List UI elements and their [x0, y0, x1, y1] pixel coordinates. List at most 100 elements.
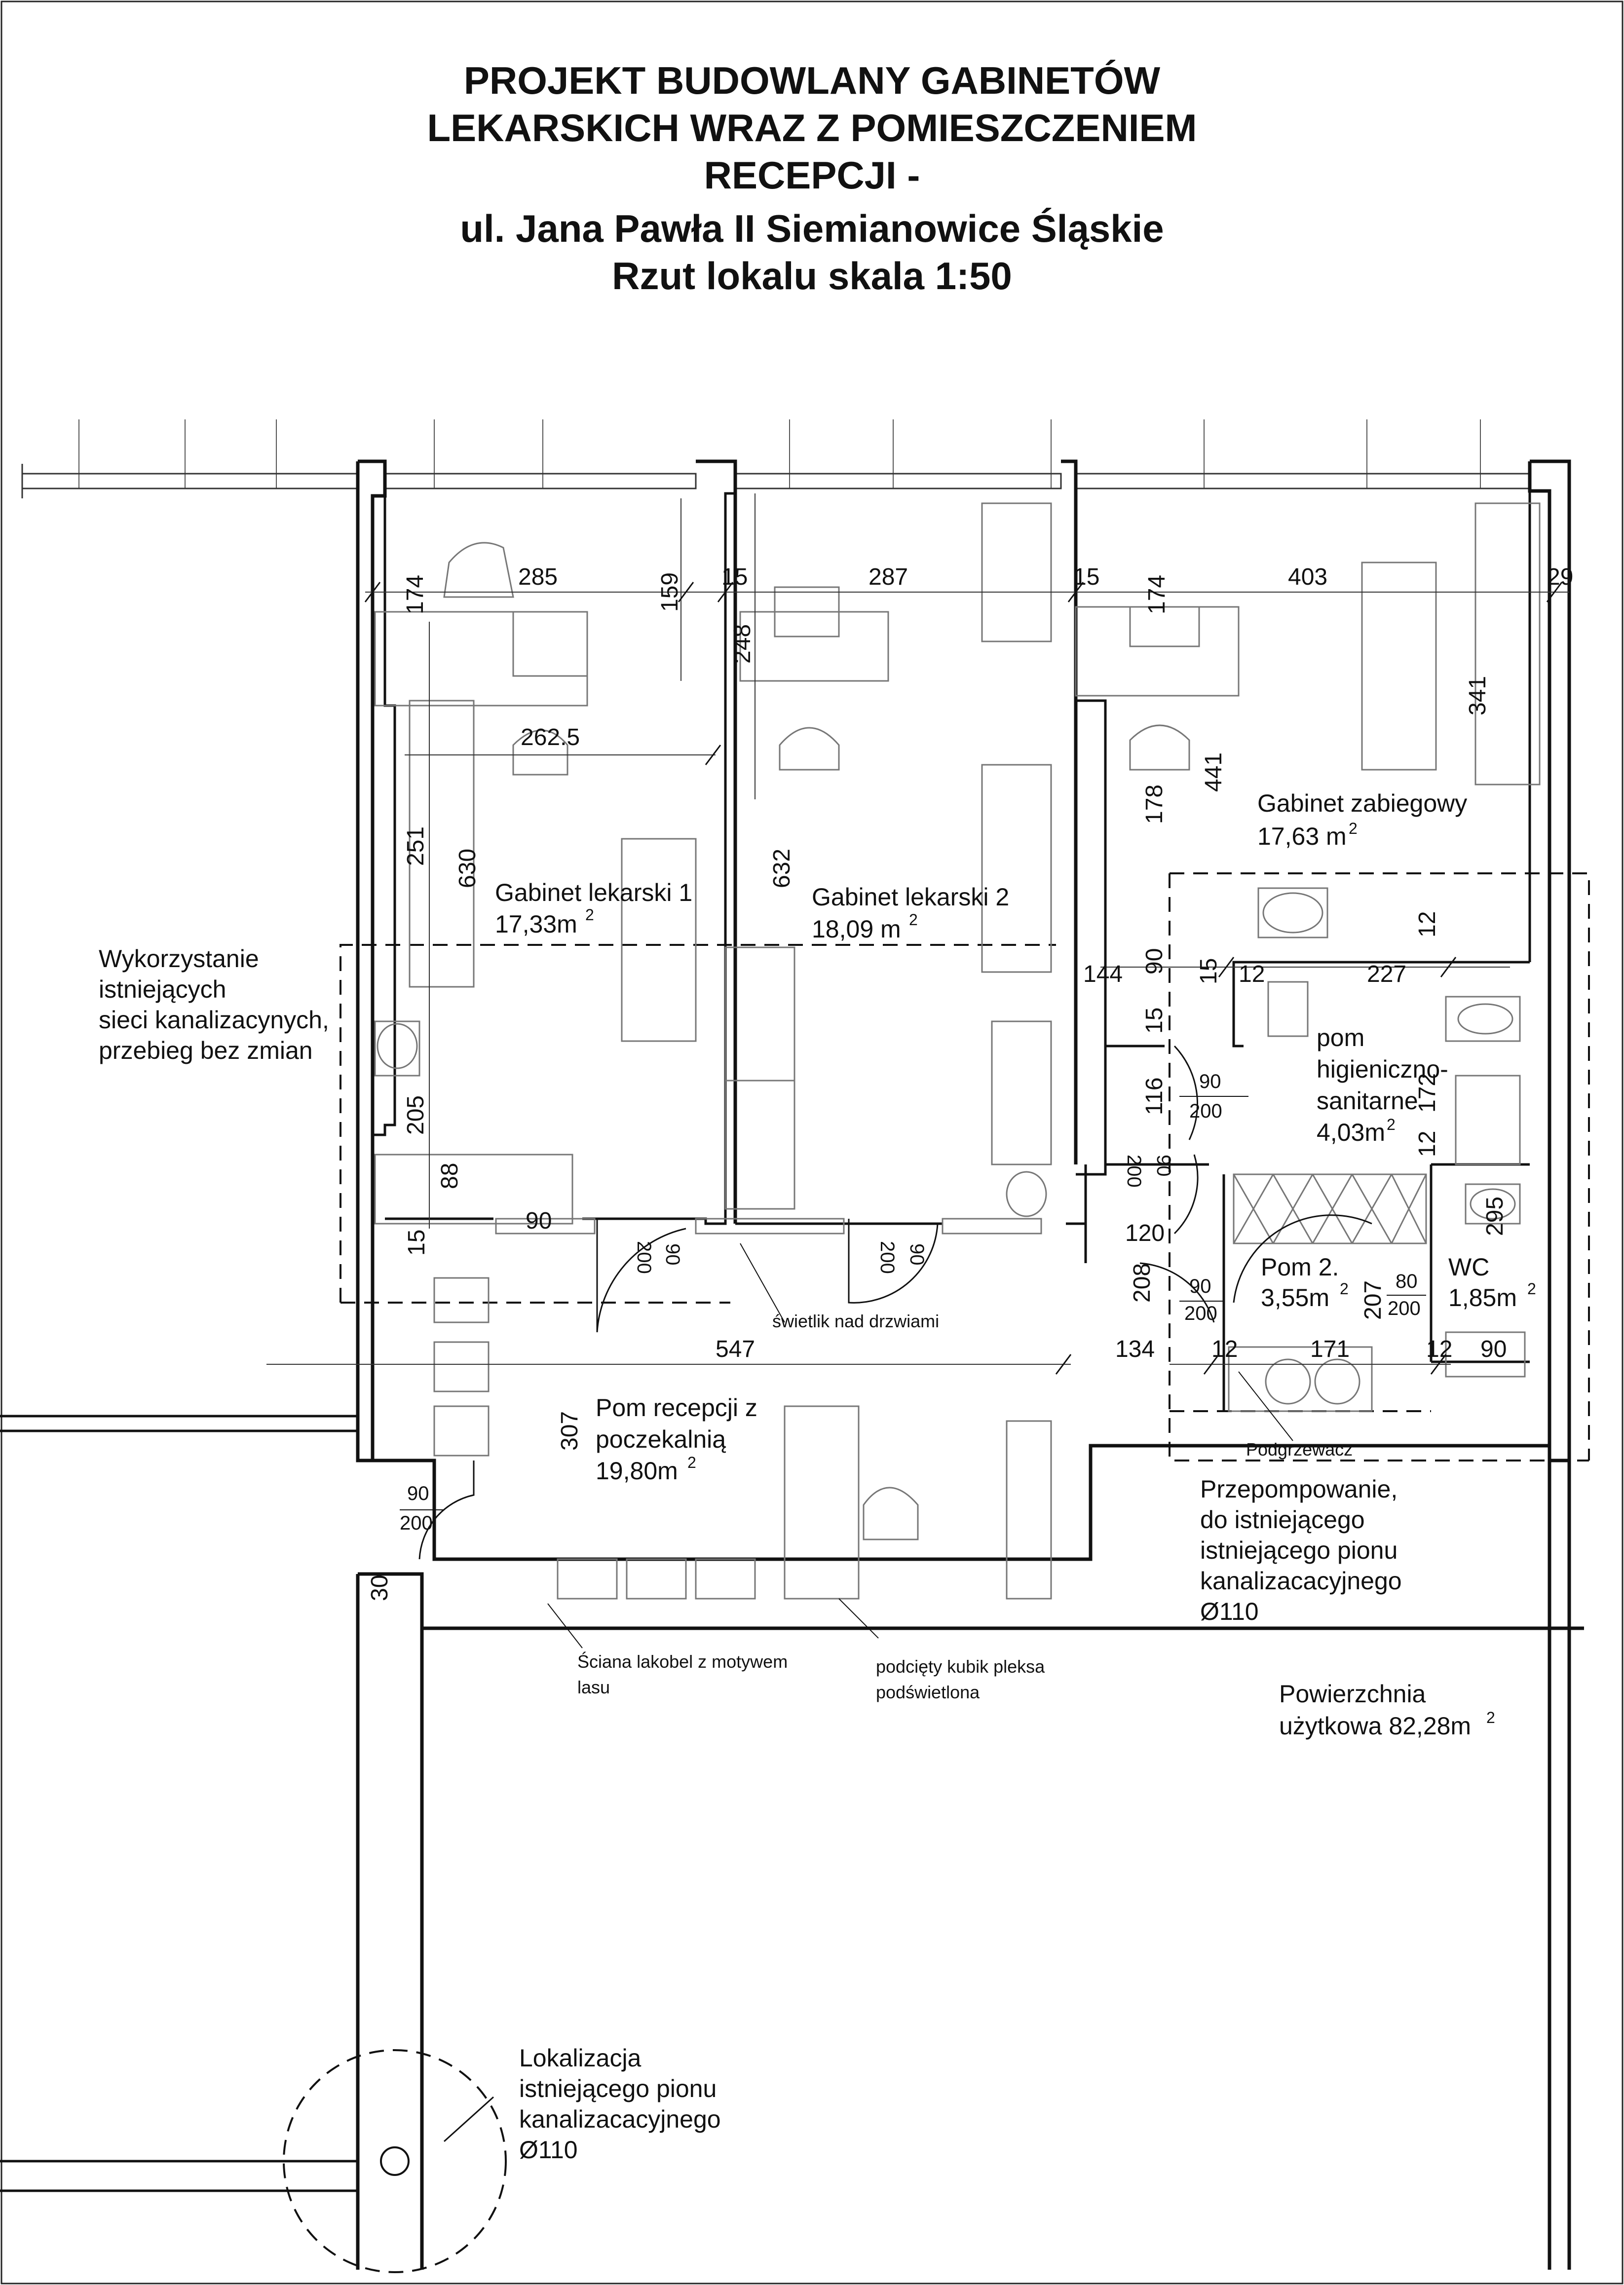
dim-208: 208 — [1129, 1263, 1155, 1303]
room-sup-gabinet-1: 2 — [585, 906, 594, 924]
dim-90-b: 90 — [1141, 948, 1168, 974]
door-1-height: 200 — [1189, 1100, 1222, 1122]
dim-30: 30 — [367, 1575, 393, 1601]
room-area-gabinet-2: 18,09 m — [812, 915, 901, 943]
dim-174-a: 174 — [402, 575, 428, 614]
dim-12-a: 12 — [1414, 911, 1440, 937]
room-sup-zabiegowy: 2 — [1349, 820, 1358, 837]
dim-90-c: 90 — [1480, 1336, 1507, 1362]
interior-walls — [373, 491, 1531, 1411]
note-swietlik: świetlik nad drzwiami — [772, 1311, 939, 1331]
note-kanalizacja-line-4: przebieg bez zmian — [99, 1037, 313, 1064]
dim-630: 630 — [454, 849, 481, 888]
dim-90-a: 90 — [526, 1208, 552, 1234]
door-6-width: 90 — [662, 1243, 683, 1266]
room-sup-recepcja: 2 — [687, 1454, 696, 1471]
note-przepompowanie-line-5: Ø110 — [1200, 1598, 1259, 1625]
dim-287: 287 — [869, 564, 908, 590]
title-line-3: RECEPCJI - — [704, 153, 920, 197]
note-kanalizacja-line-1: Wykorzystanie — [99, 945, 259, 973]
furniture-office-2 — [695, 502, 1052, 1235]
dim-12-b: 12 — [1239, 961, 1265, 987]
dim-547: 547 — [716, 1336, 755, 1362]
note-przepompowanie-line-2: do istniejącego — [1200, 1506, 1365, 1534]
dim-15-b: 15 — [1073, 564, 1099, 590]
room-sup-pom-2: 2 — [1340, 1280, 1349, 1298]
note-lokalizacja-line-4: Ø110 — [519, 2136, 578, 2164]
dim-15-d: 15 — [1196, 958, 1222, 984]
room-line-higieniczny-3: sanitarne — [1317, 1087, 1418, 1115]
dim-12-d: 12 — [1211, 1336, 1238, 1362]
door-8-width: 200 — [1123, 1155, 1145, 1188]
dim-15-e: 15 — [1141, 1008, 1168, 1034]
door-5-width: 90 — [407, 1483, 429, 1504]
note-lokalizacja-line-3: kanalizacacyjnego — [519, 2105, 721, 2133]
room-area-wc: 1,85m — [1448, 1284, 1517, 1311]
dim-120: 120 — [1125, 1220, 1165, 1246]
title-line-1: PROJEKT BUDOWLANY GABINETÓW — [463, 59, 1161, 102]
note-sciana-line-1: Ściana lakobel z motywem — [577, 1651, 788, 1672]
door-6-height: 200 — [633, 1241, 655, 1274]
room-name-pom-2: Pom 2. — [1261, 1253, 1339, 1281]
note-leaders — [547, 1243, 1293, 1648]
dim-178: 178 — [1141, 785, 1168, 824]
dim-12-c: 12 — [1414, 1131, 1440, 1157]
room-area-recepcja: 19,80m — [596, 1457, 678, 1485]
dim-285: 285 — [518, 564, 558, 590]
room-line-higieniczny-1: pom — [1317, 1024, 1364, 1051]
dim-15-a: 15 — [721, 564, 748, 590]
door-swings — [418, 1045, 1372, 1560]
existing-pipe-location — [283, 2049, 507, 2273]
door-4-width: 80 — [1396, 1271, 1418, 1292]
note-kubik-line-2: podświetlona — [876, 1682, 980, 1702]
dim-171: 171 — [1310, 1336, 1350, 1362]
furniture-sanitary — [1228, 981, 1526, 1412]
window-strips — [21, 464, 1531, 498]
dim-227: 227 — [1367, 961, 1406, 987]
dim-251: 251 — [403, 826, 429, 866]
dim-159: 159 — [657, 572, 683, 612]
facade-grid — [78, 419, 1481, 488]
room-area-zabiegowy: 17,63 m — [1257, 823, 1347, 850]
dim-262-5: 262.5 — [521, 724, 580, 750]
note-powierzchnia-sup: 2 — [1486, 1709, 1495, 1726]
dim-205: 205 — [403, 1095, 429, 1135]
room-line-recepcja-2: poczekalnią — [596, 1425, 726, 1453]
dim-403: 403 — [1288, 564, 1327, 590]
room-line-recepcja-1: Pom recepcji z — [596, 1394, 757, 1422]
dim-632: 632 — [769, 849, 795, 888]
dim-441: 441 — [1201, 752, 1227, 792]
room-sup-higieniczny: 2 — [1387, 1116, 1396, 1133]
dim-116: 116 — [1141, 1077, 1168, 1115]
dim-144: 144 — [1083, 961, 1123, 987]
title-line-2: LEKARSKICH WRAZ Z POMIESZCZENIEM — [427, 106, 1197, 150]
note-lokalizacja-line-1: Lokalizacja — [519, 2044, 642, 2072]
furniture-treatment — [1075, 502, 1541, 938]
door-7-width: 90 — [906, 1243, 928, 1266]
note-kanalizacja-line-3: sieci kanalizacynych, — [99, 1006, 329, 1034]
dim-248: 248 — [729, 624, 755, 664]
note-przepompowanie-line-1: Przepompowanie, — [1200, 1475, 1397, 1503]
dim-12-e: 12 — [1426, 1336, 1452, 1362]
note-kanalizacja-line-2: istniejących — [99, 975, 226, 1003]
dim-88: 88 — [437, 1163, 463, 1189]
door-1-width: 90 — [1199, 1071, 1221, 1092]
dim-207: 207 — [1360, 1280, 1386, 1320]
dim-341: 341 — [1465, 676, 1491, 715]
note-lokalizacja-line-2: istniejącego pionu — [519, 2075, 717, 2102]
door-2-width: 90 — [1189, 1275, 1211, 1297]
note-kubik-line-1: podcięty kubik pleksa — [876, 1656, 1045, 1677]
room-sup-gabinet-2: 2 — [909, 911, 918, 929]
room-name-gabinet-1: Gabinet lekarski 1 — [495, 879, 692, 906]
dimension-lines — [266, 493, 1569, 1365]
dimension-ticks — [364, 582, 1563, 1375]
door-7-height: 200 — [876, 1241, 898, 1274]
door-4-height: 200 — [1388, 1298, 1421, 1319]
note-przepompowanie-line-3: istniejącego pionu — [1200, 1536, 1397, 1564]
left-boundary — [0, 1415, 358, 2192]
note-powierzchnia-line-2: użytkowa 82,28m — [1279, 1712, 1471, 1740]
room-area-gabinet-1: 17,33m — [495, 910, 577, 938]
room-area-higieniczny: 4,03m — [1317, 1119, 1385, 1146]
dim-174-b: 174 — [1144, 575, 1170, 614]
